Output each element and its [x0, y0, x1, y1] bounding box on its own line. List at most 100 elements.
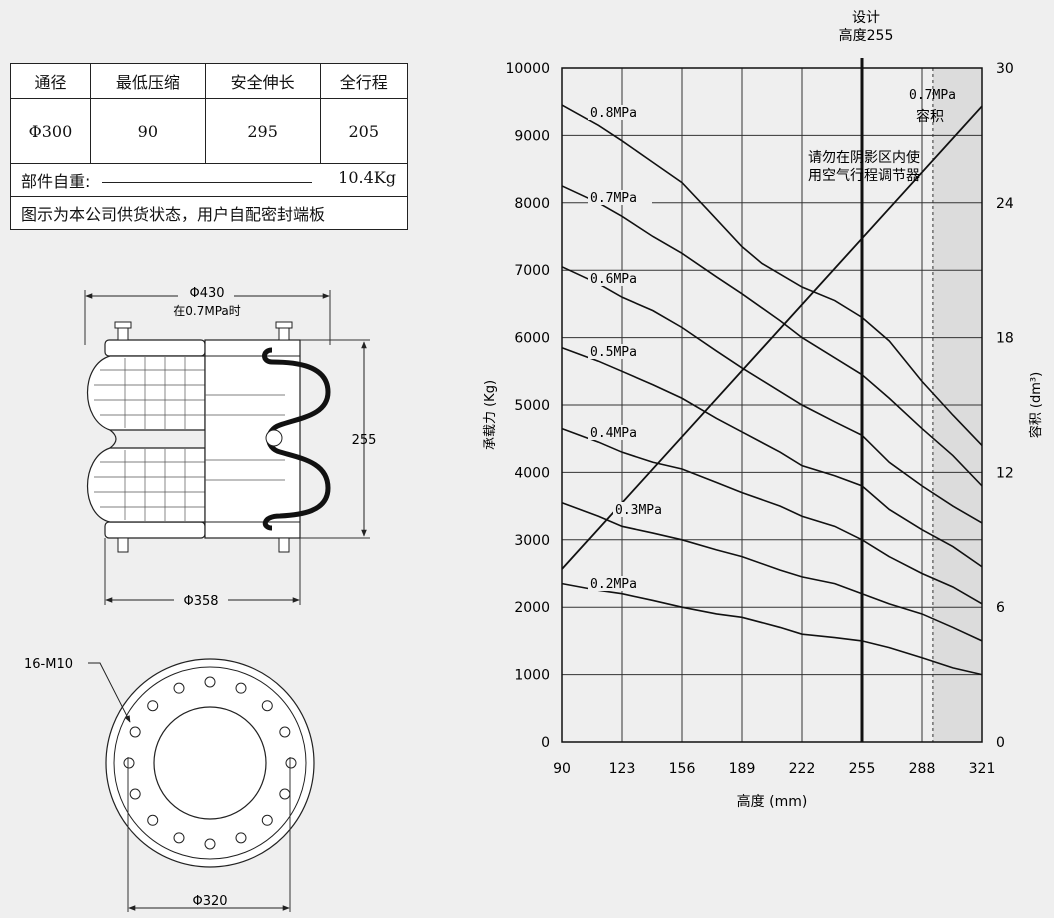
- series-0.5MPa: [561, 346, 983, 568]
- series-label: 0.7MPa: [590, 191, 637, 206]
- bolt-hole: [129, 726, 141, 738]
- volume-label-1: 0.7MPa: [909, 88, 956, 103]
- series-0.2MPa: [561, 582, 983, 676]
- value-safe-extension: 295: [204, 98, 321, 164]
- header-full-stroke: 全行程: [319, 63, 409, 99]
- outer-dim-text: Φ430: [189, 286, 224, 301]
- value-min-height: 90: [89, 98, 206, 164]
- x-tick-label: 90: [553, 761, 571, 777]
- series-label-bg: [588, 344, 652, 359]
- volume-line: [561, 105, 983, 570]
- bolt-hole: [261, 814, 273, 826]
- chart-grid: [561, 58, 983, 743]
- bolt-hole: [204, 838, 216, 850]
- base-dim-text: Φ358: [183, 594, 218, 609]
- y2-tick-label: 18: [996, 331, 1014, 347]
- series-label: 0.6MPa: [590, 272, 637, 287]
- plan-view: 16-M10 Φ320: [24, 657, 315, 912]
- value-bore: Φ300: [10, 98, 91, 164]
- bolt-hole: [147, 814, 159, 826]
- y2-axis-label: 容积 (dm³): [1028, 372, 1044, 438]
- bolt-hole: [279, 788, 291, 800]
- chart-series: [561, 104, 983, 676]
- series-label-bg: [588, 425, 652, 440]
- y2-tick-label: 0: [996, 735, 1005, 751]
- series-label: 0.3MPa: [615, 503, 662, 518]
- bolt-label: 16-M10: [24, 657, 73, 672]
- x-tick-label: 156: [669, 761, 696, 777]
- y-tick-label: 8000: [514, 196, 550, 212]
- supply-note: 图示为本公司供货状态，用户自配密封端板: [10, 196, 408, 230]
- x-tick-label: 288: [909, 761, 936, 777]
- x-tick-label: 222: [789, 761, 816, 777]
- weight-value: 10.4Kg: [338, 168, 396, 187]
- y2-tick-label: 6: [996, 600, 1005, 616]
- base-diameter-dimension: Φ358: [104, 538, 301, 609]
- bolt-hole: [204, 676, 216, 688]
- series-label: 0.5MPa: [590, 345, 637, 360]
- y-tick-label: 9000: [514, 128, 550, 144]
- y2-tick-label: 30: [996, 61, 1014, 77]
- bolt-hole: [235, 832, 247, 844]
- weight-row: 部件自重: 10.4Kg: [10, 163, 408, 197]
- design-label-2: 高度255: [839, 27, 894, 44]
- series-label-bg: [588, 105, 652, 120]
- series-label-bg: [588, 576, 652, 591]
- x-tick-label: 321: [969, 761, 996, 777]
- bolt-hole: [279, 726, 291, 738]
- bolt-circle-dim-text: Φ320: [192, 894, 227, 909]
- series-label-bg: [588, 271, 652, 286]
- header-safe-extension: 安全伸长: [204, 63, 321, 99]
- height-dimension: 255: [300, 339, 377, 539]
- series-0.6MPa: [561, 266, 983, 524]
- x-tick-label: 255: [849, 761, 876, 777]
- chart-frame: [561, 67, 983, 743]
- header-min-height: 最低压缩: [89, 63, 206, 99]
- bolt-hole: [123, 757, 135, 769]
- series-label-bg: [588, 190, 652, 205]
- spec-table: 通径 最低压缩 安全伸长 全行程 Φ300 90 295 205 部件自重: 1…: [10, 63, 409, 230]
- series-label: 0.8MPa: [590, 106, 637, 121]
- bolt-holes: [123, 676, 297, 850]
- x-tick-label: 189: [729, 761, 756, 777]
- y-tick-label: 2000: [514, 600, 550, 616]
- header-bore: 通径: [10, 63, 91, 99]
- bolt-hole: [173, 682, 185, 694]
- x-tick-label: 123: [609, 761, 636, 777]
- outer-diameter-dimension: Φ430 在0.7MPa时: [84, 286, 331, 345]
- y-tick-label: 5000: [514, 398, 550, 414]
- y-tick-label: 6000: [514, 331, 550, 347]
- series-label-bg: [613, 502, 677, 517]
- value-full-stroke: 205: [319, 98, 409, 164]
- height-dim-text: 255: [352, 433, 377, 448]
- bolt-hole: [285, 757, 297, 769]
- shaded-zone: [932, 68, 982, 742]
- bolt-hole: [173, 832, 185, 844]
- bolt-hole: [129, 788, 141, 800]
- series-label: 0.2MPa: [590, 577, 637, 592]
- outer-dim-note: 在0.7MPa时: [173, 304, 241, 318]
- y-axis-label: 承载力 (Kg): [483, 380, 498, 450]
- series-0.7MPa: [561, 185, 983, 487]
- y-tick-label: 1000: [514, 668, 550, 684]
- air-spring-body: [87, 321, 331, 553]
- y-tick-label: 0: [541, 735, 550, 751]
- y-tick-label: 4000: [514, 465, 550, 481]
- shade-note-2: 用空气行程调节器: [808, 168, 920, 184]
- chart-labels: 0.8MPa0.7MPa0.6MPa0.5MPa0.4MPa0.3MPa0.2M…: [483, 10, 1044, 810]
- y2-tick-label: 12: [996, 465, 1014, 481]
- volume-label-2: 容积: [916, 108, 944, 125]
- series-0.3MPa: [561, 501, 983, 642]
- series-0.4MPa: [561, 427, 983, 605]
- series-0.8MPa: [561, 104, 983, 446]
- design-label-1: 设计: [852, 10, 880, 26]
- y-tick-label: 10000: [505, 61, 550, 77]
- x-axis-label: 高度 (mm): [737, 793, 808, 810]
- bolt-hole: [261, 700, 273, 712]
- shade-note-1: 请勿在阴影区内使: [808, 149, 920, 166]
- bolt-hole: [147, 700, 159, 712]
- y-tick-label: 3000: [514, 533, 550, 549]
- y-tick-label: 7000: [514, 263, 550, 279]
